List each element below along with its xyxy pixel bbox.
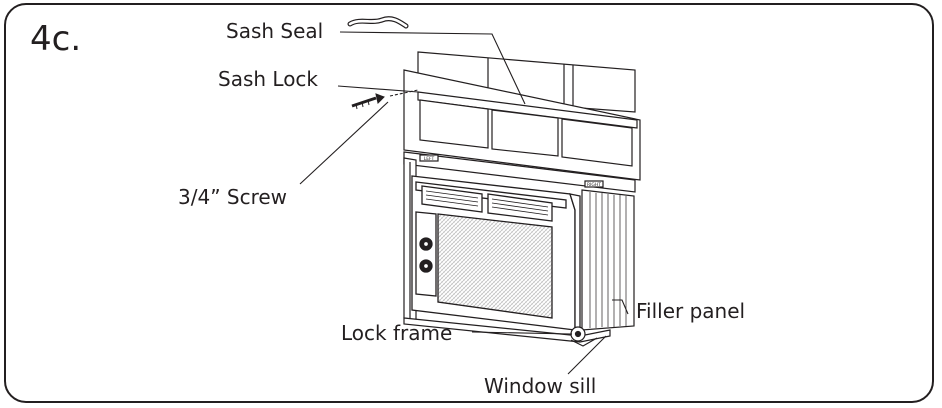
left-tag-text: LEFT [424, 156, 435, 162]
label-sash-seal: Sash Seal [226, 19, 324, 43]
front-grille [437, 213, 553, 319]
leader-window-sill [567, 335, 607, 375]
left-tag [419, 154, 439, 162]
label-sash-lock: Sash Lock [218, 67, 319, 91]
leader-sash-lock [337, 85, 419, 93]
leader-lines [299, 31, 629, 375]
leader-filler-panel [612, 299, 629, 315]
leader-screw [299, 101, 389, 185]
diagram-frame [4, 3, 934, 403]
screw-icon [351, 93, 385, 110]
label-window-sill: Window sill [484, 374, 597, 398]
leader-sash-seal [339, 31, 526, 105]
label-filler-panel: Filler panel [636, 299, 746, 323]
filler-panel [581, 189, 635, 331]
lock-frame-bracket [403, 317, 611, 347]
control-panel [415, 211, 437, 297]
right-tag-text: RIGHT [587, 182, 601, 188]
label-screw: 3/4” Screw [178, 185, 288, 209]
leader-lock-frame [471, 331, 573, 335]
lower-window-sash [403, 69, 641, 181]
air-conditioner [411, 175, 581, 333]
label-lock-frame: Lock frame [341, 321, 453, 345]
step-number: 4c. [30, 19, 82, 59]
right-tag [584, 180, 604, 188]
